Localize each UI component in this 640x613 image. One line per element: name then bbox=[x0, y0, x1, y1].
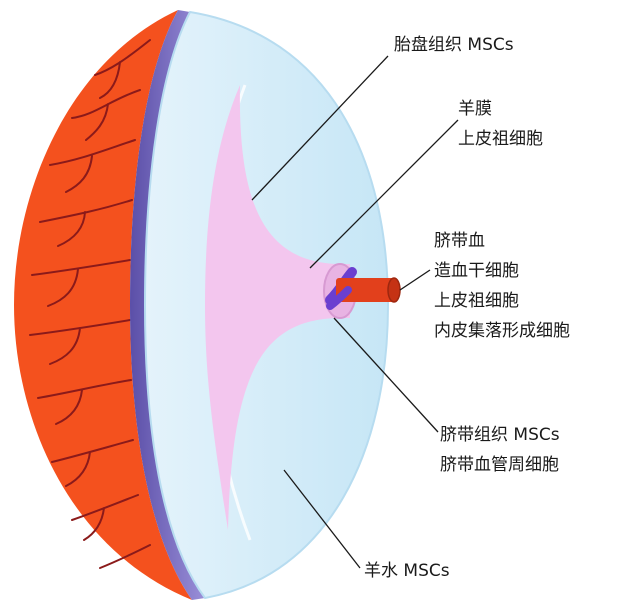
label-amniotic-fluid: 羊水 MSCs bbox=[364, 561, 450, 581]
label-cord-tissue: 脐带组织 MSCs 脐带血管周细胞 bbox=[440, 425, 560, 475]
placental-vessels bbox=[29, 39, 151, 569]
chorionic-plate bbox=[130, 10, 205, 600]
leader-lines bbox=[251, 55, 459, 569]
placenta-disc bbox=[14, 10, 192, 600]
label-amnion: 羊膜 上皮祖细胞 bbox=[458, 99, 543, 149]
umbilical-cord-base bbox=[205, 85, 338, 530]
cord-vein bbox=[336, 278, 394, 302]
cord-vein-end bbox=[387, 277, 401, 303]
label-placental-msc: 胎盘组织 MSCs bbox=[394, 35, 514, 55]
cord-artery-2 bbox=[326, 286, 352, 310]
label-cord-blood: 脐带血 造血干细胞 上皮祖细胞 内皮集落形成细胞 bbox=[434, 231, 570, 341]
